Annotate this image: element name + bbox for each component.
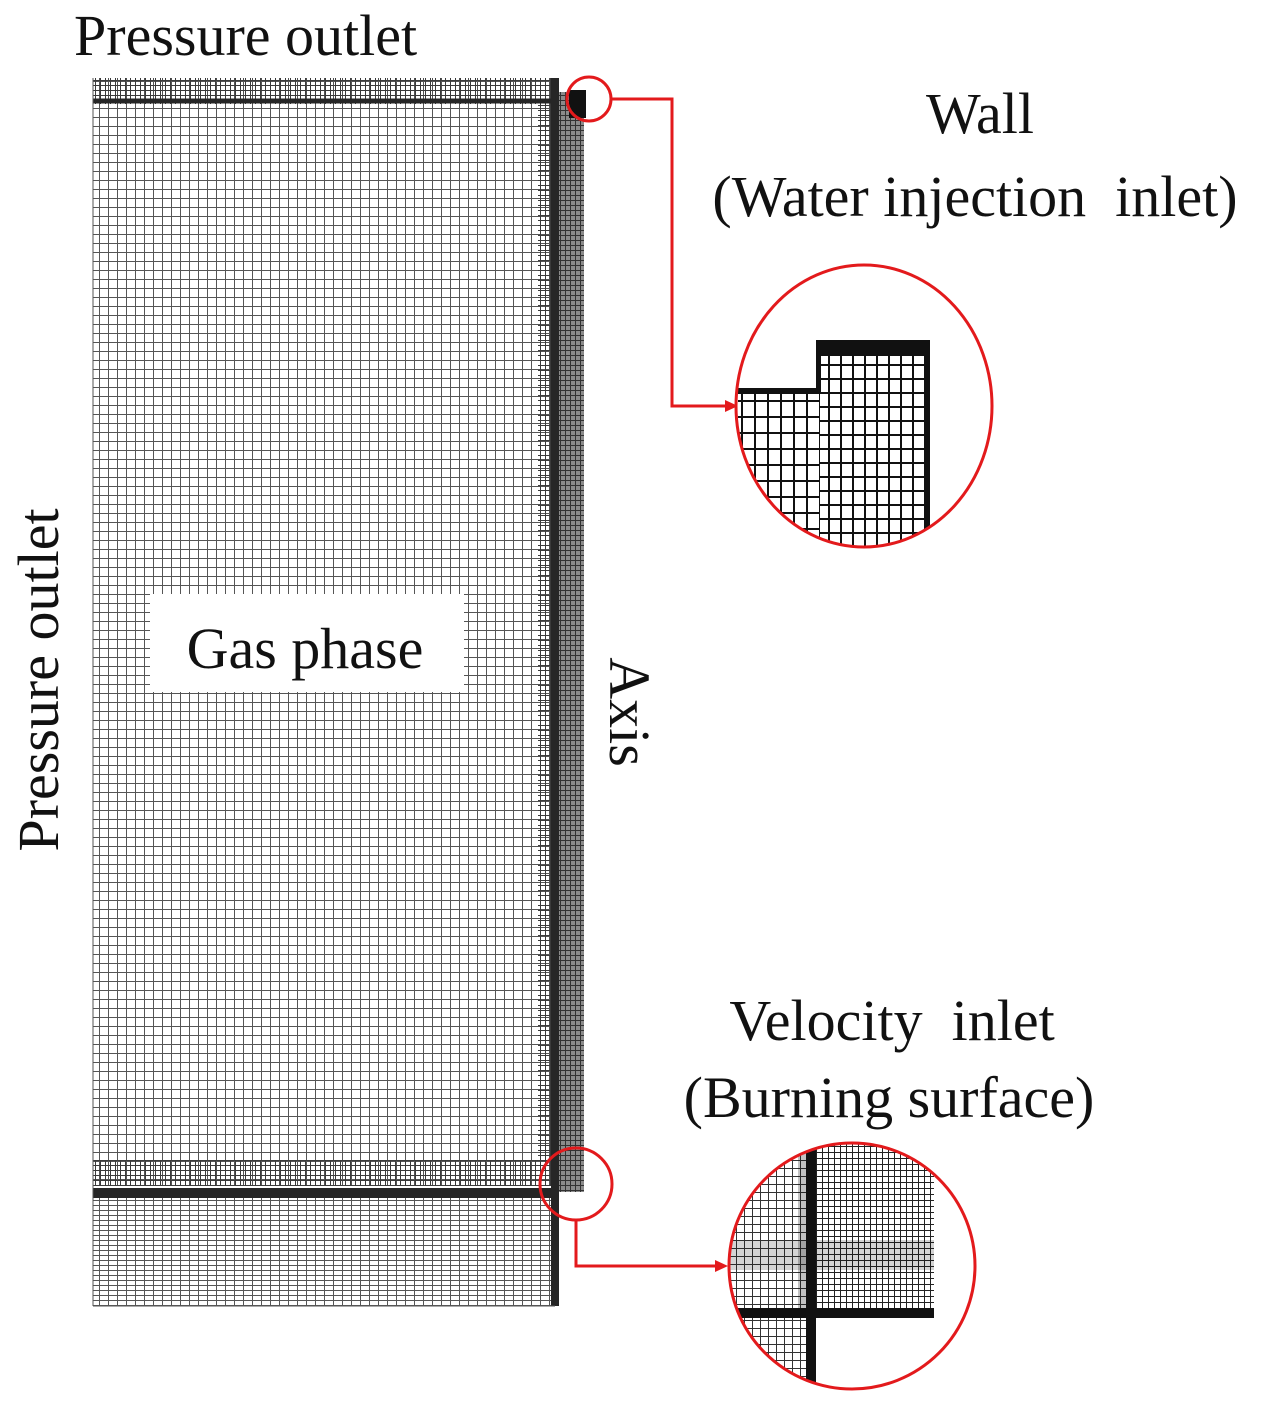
wall-callout-connector — [611, 97, 728, 408]
near-burning-surface-band — [93, 1160, 555, 1186]
top-pressure-outlet-label: Pressure outlet — [74, 3, 417, 68]
gas-phase-label: Gas phase — [187, 616, 424, 681]
left-pressure-outlet-label: Pressure outlet — [6, 508, 71, 851]
gas-phase-label-box — [150, 594, 464, 692]
velocity-inlet-callout-arrowhead — [715, 1260, 728, 1272]
wall-callout-arrowhead — [725, 400, 738, 412]
velocity-inlet-callout — [538, 1141, 977, 1391]
wall-label: Wall — [926, 81, 1034, 146]
burning-surface-label: (Burning surface) — [684, 1065, 1095, 1130]
wall-callout — [565, 75, 994, 549]
wall-zoom-outline — [734, 263, 994, 549]
wall-zoom-view — [736, 265, 992, 547]
velocity-inlet-label: Velocity inlet — [729, 988, 1054, 1053]
below-surface-mesh — [93, 1198, 555, 1306]
mesh-domain — [92, 78, 586, 1307]
velocity-inlet-zoom-outline — [727, 1141, 977, 1391]
axis-refined-band — [538, 78, 555, 1186]
water-injection-inlet-label: (Water injection inlet) — [712, 164, 1237, 229]
water-injection-channel-shade — [559, 92, 584, 1192]
velocity-inlet-zoom-view — [729, 1143, 975, 1389]
velocity-inlet-callout-connector — [574, 1220, 718, 1268]
water-injection-cap — [569, 90, 586, 118]
axis-label: Axis — [597, 657, 662, 767]
